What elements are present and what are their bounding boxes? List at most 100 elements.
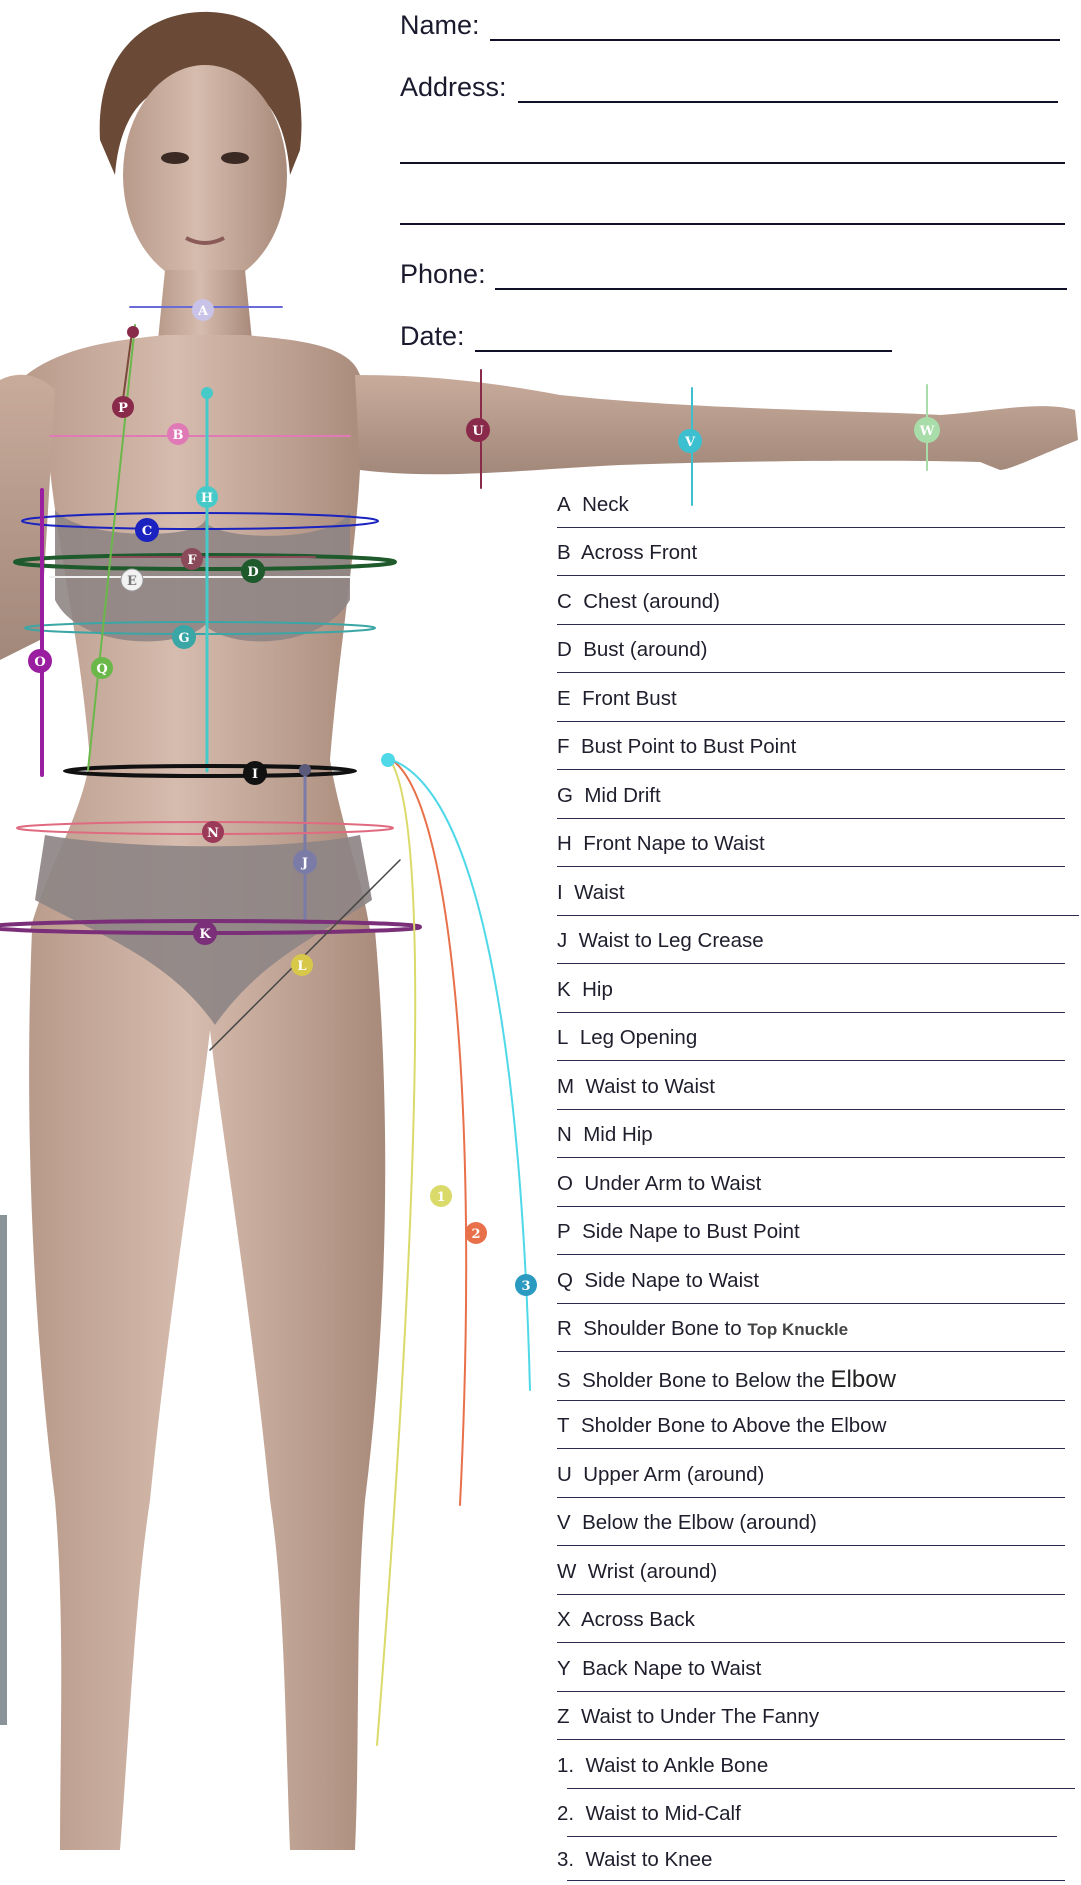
measurement-field-b[interactable] [557, 575, 1065, 576]
measurement-label-3: 3. Waist to Knee [557, 1848, 712, 1872]
marker-l: L [291, 954, 313, 976]
right-arm-shape [355, 375, 1078, 474]
measurement-field-w[interactable] [557, 1594, 1065, 1595]
marker-v-label: V [684, 435, 696, 450]
measurement-field-p[interactable] [557, 1254, 1065, 1255]
measurement-label-2: 2. Waist to Mid-Calf [557, 1802, 741, 1826]
address-row-2 [400, 130, 1065, 170]
measurement-field-c[interactable] [557, 624, 1065, 625]
marker-h: H [196, 486, 218, 508]
measurement-label-x: X Across Back [557, 1608, 695, 1632]
head-shape [123, 65, 287, 285]
marker-e-label: E [127, 574, 137, 589]
measurement-field-a[interactable] [557, 527, 1065, 528]
measurement-label-y: Y Back Nape to Waist [557, 1657, 761, 1681]
measurement-label-p: P Side Nape to Bust Point [557, 1220, 800, 1244]
marker-u-label: U [472, 424, 484, 439]
measurement-field-o[interactable] [557, 1206, 1065, 1207]
line-2 [392, 760, 466, 1505]
marker-d-label: D [247, 565, 258, 580]
marker-1-label: 1 [436, 1190, 445, 1205]
measurement-field-2[interactable] [567, 1836, 1057, 1837]
marker-o: O [28, 649, 52, 673]
name-field[interactable] [490, 39, 1060, 41]
marker-p-label: P [118, 401, 128, 416]
address-row: Address: [400, 69, 1065, 109]
measurement-label-r: R Shoulder Bone to Top Knuckle [557, 1317, 848, 1341]
measurement-label-f: F Bust Point to Bust Point [557, 735, 796, 759]
name-row: Name: [400, 7, 1065, 47]
marker-b-label: B [173, 428, 184, 443]
phone-field[interactable] [495, 288, 1067, 290]
marker-c: C [135, 518, 159, 542]
measurement-field-v[interactable] [557, 1545, 1065, 1546]
marker-3: 3 [515, 1274, 537, 1296]
marker-j-label: J [301, 856, 308, 871]
measurement-field-x[interactable] [557, 1642, 1065, 1643]
measurement-field-z[interactable] [557, 1739, 1065, 1740]
right-eye [221, 152, 249, 164]
measurement-field-3[interactable] [567, 1880, 1065, 1881]
measurement-field-m[interactable] [557, 1109, 1065, 1110]
marker-n-label: N [207, 826, 219, 841]
marker-u: U [466, 418, 490, 442]
marker-f-label: F [187, 553, 197, 568]
marker-v: V [678, 429, 702, 453]
phone-row: Phone: [400, 256, 1070, 296]
marker-e: E [121, 569, 143, 591]
measurement-field-s[interactable] [557, 1400, 1065, 1401]
marker-2: 2 [465, 1222, 487, 1244]
phone-label: Phone: [400, 259, 486, 290]
measurement-label-m: M Waist to Waist [557, 1075, 715, 1099]
nape-point [201, 387, 213, 399]
measurement-label-v: V Below the Elbow (around) [557, 1511, 817, 1535]
measurement-field-1[interactable] [567, 1788, 1075, 1789]
left-eye [161, 152, 189, 164]
measurement-label-1: 1. Waist to Ankle Bone [557, 1754, 768, 1778]
marker-j: J [293, 850, 317, 874]
measurement-field-k[interactable] [557, 1012, 1065, 1013]
marker-a-label: A [197, 304, 209, 319]
measurement-field-y[interactable] [557, 1691, 1065, 1692]
measurement-label-h: H Front Nape to Waist [557, 832, 765, 856]
marker-i: I [243, 761, 267, 785]
marker-b: B [167, 423, 189, 445]
measurement-field-l[interactable] [557, 1060, 1065, 1061]
measurement-field-i[interactable] [557, 915, 1079, 916]
measurement-field-d[interactable] [557, 672, 1065, 673]
measurement-field-u[interactable] [557, 1497, 1065, 1498]
marker-1: 1 [430, 1185, 452, 1207]
waist-side-point [299, 764, 311, 776]
measurement-label-t: T Sholder Bone to Above the Elbow [557, 1414, 886, 1438]
date-row: Date: [400, 318, 900, 358]
marker-p: P [112, 396, 134, 418]
marker-w-label: W [919, 424, 935, 439]
marker-o-label: O [34, 655, 45, 670]
marker-k: K [193, 921, 217, 945]
address-field-3[interactable] [400, 223, 1065, 225]
measurement-label-e: E Front Bust [557, 687, 677, 711]
measurement-label-q: Q Side Nape to Waist [557, 1269, 759, 1293]
measurement-label-g: G Mid Drift [557, 784, 661, 808]
measurement-field-e[interactable] [557, 721, 1065, 722]
measurement-field-h[interactable] [557, 866, 1065, 867]
marker-h-label: H [201, 491, 213, 506]
measurement-field-q[interactable] [557, 1303, 1065, 1304]
measurement-field-t[interactable] [557, 1448, 1065, 1449]
measurement-label-k: K Hip [557, 978, 613, 1002]
measurement-field-g[interactable] [557, 818, 1065, 819]
marker-a: A [192, 299, 214, 321]
measurement-label-i: I Waist [557, 881, 625, 905]
measurement-field-r[interactable] [557, 1351, 1065, 1352]
measurement-field-j[interactable] [557, 963, 1065, 964]
address-label: Address: [400, 72, 507, 103]
measurement-field-f[interactable] [557, 769, 1065, 770]
address-field-1[interactable] [518, 101, 1058, 103]
marker-g-label: G [178, 631, 189, 646]
marker-i-label: I [252, 767, 258, 782]
name-label: Name: [400, 10, 480, 41]
date-field[interactable] [475, 350, 892, 352]
address-field-2[interactable] [400, 162, 1065, 164]
measurement-field-n[interactable] [557, 1157, 1065, 1158]
marker-d: D [241, 559, 265, 583]
